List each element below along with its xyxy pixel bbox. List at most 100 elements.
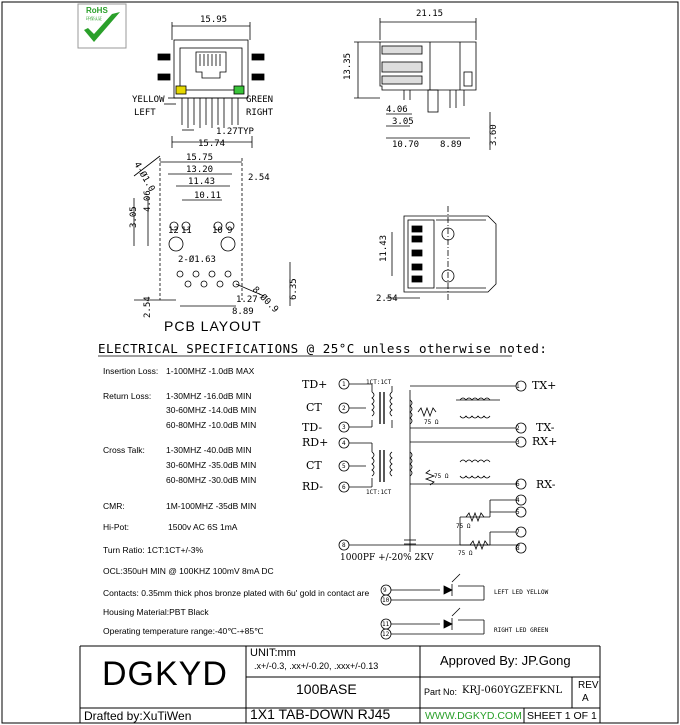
- sch-label-tdp: TD+: [302, 378, 327, 391]
- dim-side-length: 21.15: [416, 9, 443, 19]
- dim-pcb-w3: 11.43: [188, 177, 215, 187]
- spec-cmr-value: 1M-100MHZ -35dB MIN: [166, 501, 257, 511]
- dim-overall-width: 15.95: [200, 15, 227, 25]
- rohs-sub: 环保认证: [86, 15, 102, 21]
- dim-body-width: 15.74: [198, 139, 225, 149]
- dim-pcb-w1: 15.75: [186, 153, 213, 163]
- pcb-layout: [133, 155, 291, 307]
- tolerance: .x+/-0.3, .xx+/-0.20, .xxx+/-0.13: [254, 661, 379, 671]
- sch-resistor-4: 75 Ω: [458, 550, 473, 557]
- sch-ledpin-12: 12: [382, 631, 390, 638]
- sch-rpin-5: 5: [516, 509, 520, 516]
- sch-resistor-3: 75 Ω: [456, 523, 471, 530]
- sch-cap: 1000PF +/-20% 2KV: [340, 553, 434, 563]
- part-number: KRJ-060YGZEFKNL: [462, 685, 563, 696]
- sheet-number: SHEET 1 OF 1: [527, 710, 597, 722]
- sch-ledpin-10: 10: [382, 597, 390, 604]
- label-yellow: YELLOW: [132, 95, 165, 105]
- pcb-pin-10: 10: [212, 226, 223, 236]
- dim-pcb-span: 8.89: [232, 307, 254, 317]
- spec-insertion-loss-value: 1-100MHZ -1.0dB MAX: [166, 366, 255, 376]
- sch-label-rxm: RX-: [536, 478, 556, 491]
- dim-top-width: 11.43: [379, 235, 389, 262]
- unit-label: UNIT:mm: [250, 647, 296, 659]
- rohs-logo: RoHS 环保认证: [77, 3, 127, 49]
- sch-rpin-7: 7: [516, 529, 520, 536]
- dim-pcb-hole1: 4-Ø1.0: [131, 160, 157, 194]
- dim-pcb-hole2: 2-Ø1.63: [178, 254, 216, 265]
- sch-rpin-6: 6: [516, 481, 520, 488]
- sch-led-right: RIGHT LED GREEN: [494, 627, 549, 634]
- spec-cross-talk-3: 60-80MHZ -30.0dB MIN: [166, 475, 257, 485]
- sch-label-rxp: RX+: [532, 435, 557, 448]
- rev-label: REV: [578, 680, 599, 691]
- label-left: LEFT: [134, 108, 156, 118]
- spec-housing: Housing Material:PBT Black: [103, 607, 209, 617]
- spec-return-loss-2: 30-60MHZ -14.0dB MIN: [166, 405, 257, 415]
- spec-turn-ratio: Turn Ratio: 1CT:1CT+/-3%: [103, 545, 204, 555]
- website[interactable]: WWW.DGKYD.COM: [425, 710, 522, 722]
- schematic: [338, 378, 527, 640]
- dim-pcb-h2: 4.06: [143, 190, 153, 212]
- desc-line-2: 1X1 TAB-DOWN RJ45: [250, 706, 391, 722]
- sch-ratio-top: 1CT:1CT: [366, 379, 392, 386]
- sch-label-txp: TX+: [532, 379, 556, 392]
- rohs-label: RoHS: [86, 6, 108, 15]
- pcb-pin-11: 11: [181, 226, 192, 236]
- desc-line-1: 100BASE: [296, 681, 357, 697]
- sch-resistor-1: 75 Ω: [424, 419, 439, 426]
- sch-label-rdm: RD-: [302, 480, 323, 493]
- dim-top-offset: 2.54: [376, 294, 398, 304]
- dim-side-d3: 10.70: [392, 140, 419, 150]
- sch-label-ct2: CT: [306, 459, 322, 472]
- top-view: [386, 206, 497, 300]
- approved-by: Approved By: JP.Gong: [440, 653, 571, 668]
- sch-label-rdp: RD+: [302, 436, 328, 449]
- company-name: DGKYD: [102, 655, 228, 693]
- spec-hipot-value: 1500v AC 6S 1mA: [168, 522, 238, 532]
- spec-cross-talk-1: 1-30MHZ -40.0dB MIN: [166, 445, 252, 455]
- label-green: GREEN: [246, 95, 273, 105]
- dim-side-d5: 3.60: [489, 124, 499, 146]
- sch-rpin-1: 1: [516, 383, 520, 390]
- sch-rpin-3: 3: [516, 439, 520, 446]
- sch-label-ct1: CT: [306, 401, 322, 414]
- spec-temperature: Operating temperature range:-40℃-+85℃: [103, 626, 264, 636]
- spec-return-loss-3: 60-80MHZ -10.0dB MIN: [166, 420, 257, 430]
- electrical-heading: ELECTRICAL SPECIFICATIONS @ 25°C unless …: [98, 341, 547, 356]
- title-block-grid: [79, 645, 601, 723]
- spec-cross-talk-2: 30-60MHZ -35.0dB MIN: [166, 460, 257, 470]
- sch-ratio-bottom: 1CT:1CT: [366, 489, 392, 496]
- rev-value: A: [582, 693, 589, 704]
- dim-pcb-pitch: 1.27: [236, 295, 258, 305]
- sch-led-left: LEFT LED YELLOW: [494, 589, 549, 596]
- spec-hipot-label: Hi-Pot:: [103, 522, 129, 532]
- dim-pcb-h5: 6.35: [289, 278, 299, 300]
- spec-return-loss-1: 1-30MHZ -16.0dB MIN: [166, 391, 252, 401]
- sch-ledpin-11: 11: [382, 621, 390, 628]
- spec-cmr-label: CMR:: [103, 501, 125, 511]
- sch-lpin-6: 6: [342, 484, 346, 491]
- pcb-pin-12: 12: [168, 226, 179, 236]
- sch-label-tdm: TD-: [302, 421, 322, 434]
- sch-rpin-2: 2: [516, 425, 520, 432]
- dim-pcb-h3: 2.54: [248, 173, 270, 183]
- pcb-pin-9: 9: [227, 226, 232, 236]
- dim-pitch: 1.27TYP: [216, 127, 255, 137]
- sch-rpin-4: 4: [516, 497, 520, 504]
- spec-return-loss-label: Return Loss:: [103, 391, 152, 401]
- sch-resistor-2: 75 Ω: [434, 473, 449, 480]
- spec-ocl: OCL:350uH MIN @ 100KHZ 100mV 8mA DC: [103, 566, 274, 576]
- label-right: RIGHT: [246, 108, 274, 118]
- dim-pcb-h4: 2.54: [143, 296, 153, 318]
- sch-lpin-8: 8: [342, 542, 346, 549]
- sch-ledpin-9: 9: [383, 587, 387, 594]
- dim-side-d1: 4.06: [386, 105, 408, 115]
- pcb-layout-title: PCB LAYOUT: [164, 318, 262, 334]
- sch-lpin-4: 4: [342, 440, 346, 447]
- side-view: [354, 18, 491, 150]
- spec-insertion-loss-label: Insertion Loss:: [103, 366, 159, 376]
- front-view: [157, 22, 265, 148]
